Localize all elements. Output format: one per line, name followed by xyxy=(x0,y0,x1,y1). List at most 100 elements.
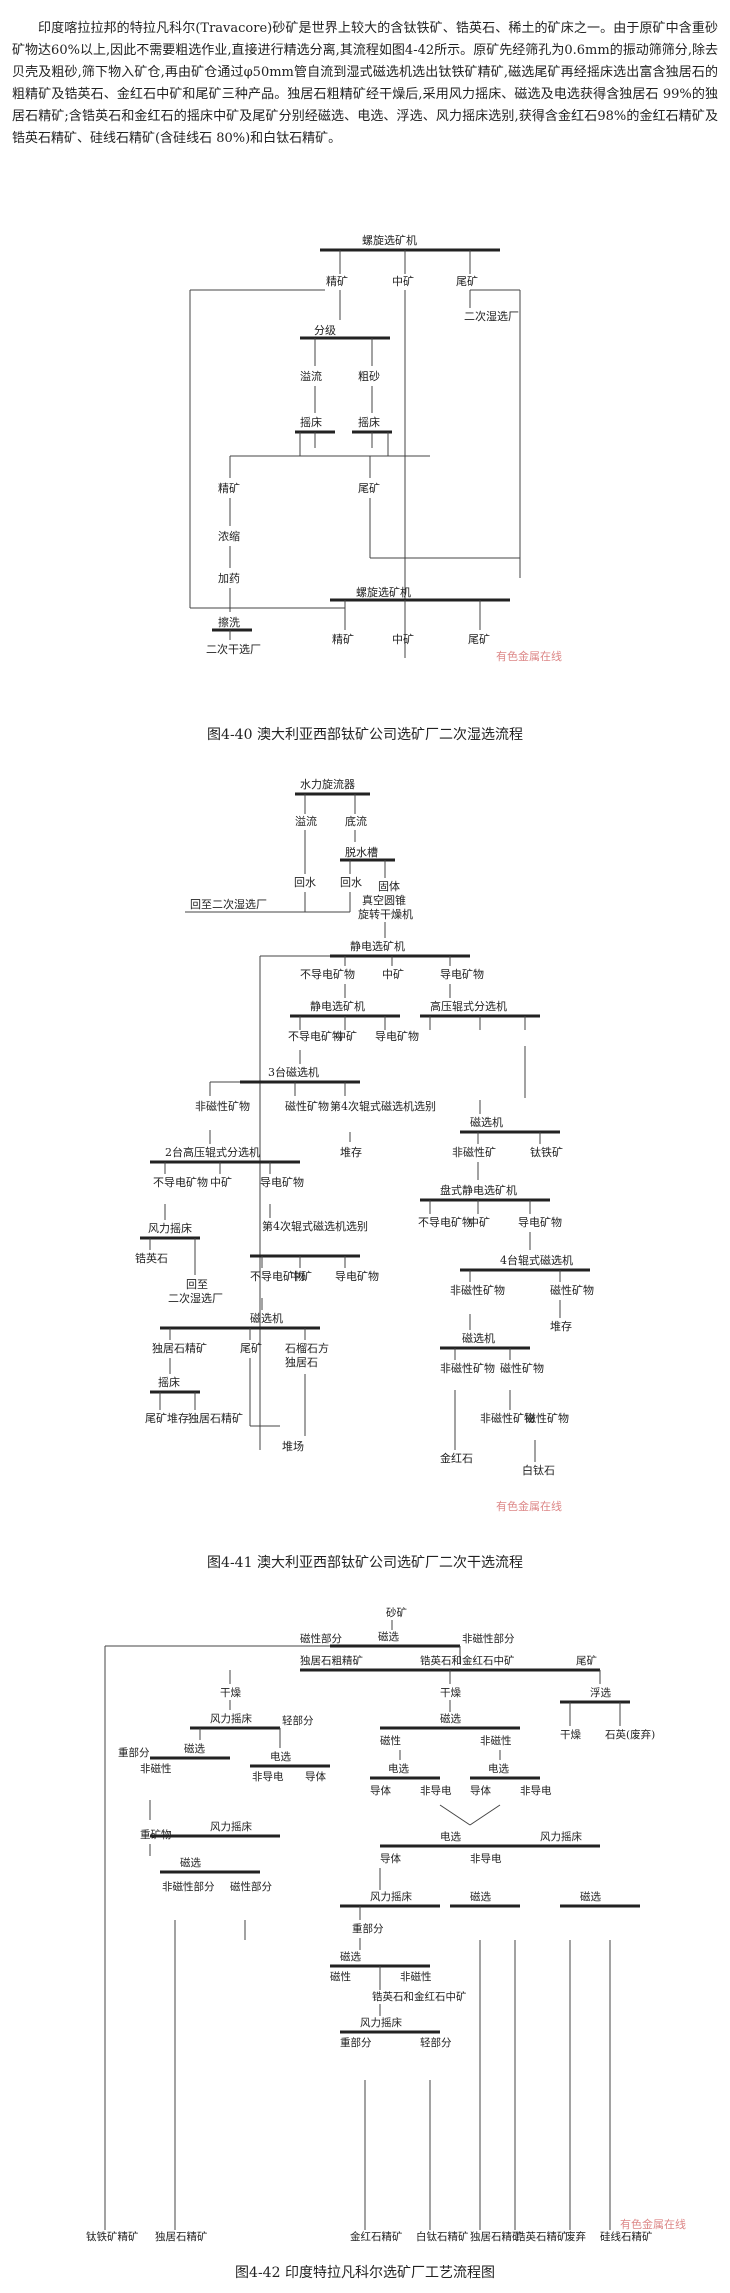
fig41-mag-b: 磁性矿物 xyxy=(550,1283,594,1297)
fig41-mag4: 4台辊式磁选机 xyxy=(500,1253,573,1267)
fig42-flowchart: 砂矿 磁选 磁性部分 非磁性部分 独居石粗精矿 锆英石和金红石中矿 尾矿 干燥 … xyxy=(86,1606,686,2243)
fig42-mag-b: 磁性 xyxy=(330,1970,351,1983)
fig40-mid1: 中矿 xyxy=(392,275,414,288)
fig41-overflow: 溢流 xyxy=(295,814,317,828)
fig42-airtable4: 风力摇床 xyxy=(370,1890,412,1903)
fig41-leucoxene: 白钛石 xyxy=(522,1463,555,1477)
fig42-mid: 锆英石和金红石中矿 xyxy=(372,1990,467,2003)
fig42-dry2: 干燥 xyxy=(440,1687,461,1699)
fig42-nonconductor: 非导电 xyxy=(252,1770,284,1783)
fig42-nonmag: 非磁性 xyxy=(140,1762,172,1775)
fig42-tail: 尾矿 xyxy=(576,1654,597,1667)
fig41-mag-c: 磁性矿物 xyxy=(500,1361,544,1375)
fig41-mag-d: 磁性矿物 xyxy=(525,1411,569,1425)
fig42-float: 浮选 xyxy=(590,1686,611,1699)
fig41-monazite: 独居石精矿 xyxy=(152,1342,207,1355)
fig41-hiten2: 2台高压辊式分选机 xyxy=(165,1145,260,1159)
fig41-cb: 导电矿物 xyxy=(375,1029,419,1043)
fig42-magsep: 磁选 xyxy=(378,1630,399,1643)
fig42-sillimanite-conc: 硅线石精矿 xyxy=(600,2230,653,2243)
fig42-monazite-conc: 独居石精矿 xyxy=(155,2230,208,2243)
fig41-fourth2: 第4次辊式磁选机选别 xyxy=(262,1219,368,1233)
fig40-second-dry: 二次干选厂 xyxy=(206,642,261,656)
fig41-dump: 堆场 xyxy=(282,1439,304,1453)
fig40-flowchart: 螺旋选矿机 精矿 中矿 尾矿 二次湿选厂 分级 溢流 粗砂 摇床 摇床 xyxy=(189,233,562,663)
fig41-magsep3: 磁选机 xyxy=(250,1311,283,1325)
fig42-airtable5: 风力摇床 xyxy=(360,2016,402,2029)
fig42-zircon-rutile-mid: 锆英石和金红石中矿 xyxy=(420,1654,515,1667)
fig40-caption: 图4-40 澳大利亚西部钛矿公司选矿厂二次湿选流程 xyxy=(207,727,523,743)
fig41-stock2: 堆存 xyxy=(550,1319,572,1333)
fig41-disc-c: 导电矿物 xyxy=(518,1215,562,1229)
fig41-magsep2: 磁选机 xyxy=(462,1331,495,1345)
fig41-midb: 中矿 xyxy=(335,1030,357,1043)
fig41-disc: 盘式静电选矿机 xyxy=(440,1183,517,1197)
fig40-table-b: 摇床 xyxy=(358,415,380,429)
fig42-cond-c: 导体 xyxy=(380,1853,401,1865)
fig42-magsep7: 磁选 xyxy=(340,1950,361,1963)
fig41-electro1: 静电选矿机 xyxy=(350,939,405,953)
fig42-dry3: 干燥 xyxy=(560,1729,581,1741)
fig40-scrub: 擦洗 xyxy=(218,615,240,629)
fig42-light: 轻部分 xyxy=(282,1714,314,1727)
fig41-electro2: 静电选矿机 xyxy=(310,999,365,1013)
fig42-magsep6: 磁选 xyxy=(580,1890,601,1903)
fig40-conc1: 精矿 xyxy=(326,275,348,288)
fig42-caption: 图4-42 印度特拉凡科尔选矿厂工艺流程图 xyxy=(235,2265,495,2281)
fig40-spiral1: 螺旋选矿机 xyxy=(362,233,417,247)
fig41-tail-a: 尾矿 xyxy=(240,1342,262,1355)
fig40-classify: 分级 xyxy=(314,324,336,337)
fig42-electro: 电选 xyxy=(270,1750,291,1763)
fig40-thicken: 浓缩 xyxy=(218,530,240,543)
fig40-watermark: 有色金属在线 xyxy=(496,649,562,663)
fig40-spiral2: 螺旋选矿机 xyxy=(356,585,411,599)
fig41-disc-mid: 中矿 xyxy=(468,1216,490,1229)
fig41-hydro: 水力旋流器 xyxy=(300,777,355,791)
fig42-nc-b: 非导电 xyxy=(520,1784,552,1797)
fig41-f2-c: 导电矿物 xyxy=(335,1269,379,1283)
fig41-f2-mid: 中矿 xyxy=(290,1270,312,1283)
fig40-mid3: 中矿 xyxy=(392,633,414,646)
fig41-stock1: 堆存 xyxy=(340,1145,362,1159)
fig42-electro4: 电选 xyxy=(440,1830,461,1843)
fig42-magsep3: 磁选 xyxy=(180,1856,201,1869)
fig41-ilmenite: 钛铁矿 xyxy=(530,1145,563,1159)
fig41-second-dry: 二次湿选厂 xyxy=(168,1291,223,1305)
fig42-airtable3: 风力摇床 xyxy=(540,1830,582,1843)
fig41-return1: 回水 xyxy=(294,876,316,889)
fig41-conductor: 导电矿物 xyxy=(440,967,484,981)
fig42-heavy-b: 重部分 xyxy=(352,1922,384,1935)
fig41-nonconductor: 不导电矿物 xyxy=(300,967,355,981)
fig41-nonmag-d: 非磁性矿物 xyxy=(480,1411,535,1425)
fig42-magpart2: 磁性部分 xyxy=(230,1880,272,1893)
fig42-nonmagpart: 非磁性部分 xyxy=(462,1632,515,1645)
fig42-ilmenite-conc: 钛铁矿精矿 xyxy=(86,2230,139,2243)
fig42-monazite-conc2: 独居石精矿 xyxy=(470,2230,523,2243)
intro-paragraph: 印度喀拉拉邦的特拉凡科尔(Travacore)砂矿是世界上较大的含钛铁矿、锆英石… xyxy=(12,21,718,146)
fig42-magsep4: 磁选 xyxy=(440,1712,461,1725)
fig41-nonmag-c: 非磁性矿物 xyxy=(440,1361,495,1375)
fig40-coarse: 粗砂 xyxy=(358,370,380,383)
fig41-rutile: 金红石 xyxy=(440,1451,473,1465)
fig41-solid: 固体 xyxy=(378,879,400,893)
fig41-monazite2: 独居石 xyxy=(285,1356,318,1369)
fig41-caption: 图4-41 澳大利亚西部钛矿公司选矿厂二次干选流程 xyxy=(207,1555,523,1571)
fig41-dryer2: 旋转干燥机 xyxy=(358,907,413,921)
fig42-monazite-rough: 独居石粗精矿 xyxy=(300,1654,363,1667)
fig42-nonmagpart2: 非磁性部分 xyxy=(162,1880,215,1893)
fig40-overflow: 溢流 xyxy=(300,369,322,383)
fig42-electro2: 电选 xyxy=(388,1762,409,1775)
fig41-hn-c: 导电矿物 xyxy=(260,1175,304,1189)
fig41-nonmag-a: 非磁性矿 xyxy=(452,1145,496,1159)
fig42-cond-a: 导体 xyxy=(370,1785,391,1797)
fig42-nc-a: 非导电 xyxy=(420,1784,452,1797)
fig42-magsep2: 磁选 xyxy=(184,1742,205,1755)
fig41-f2-nc: 不导电矿物 xyxy=(250,1269,305,1283)
fig40-tail3: 尾矿 xyxy=(468,633,490,646)
fig42-light-c: 轻部分 xyxy=(420,2036,452,2049)
fig40-tail2: 尾矿 xyxy=(358,482,380,495)
fig42-airtable: 风力摇床 xyxy=(210,1712,252,1725)
fig42-quartz: 石英(废弃) xyxy=(605,1728,655,1741)
fig41-underflow: 底流 xyxy=(345,814,367,828)
fig41-zircon: 锆英石 xyxy=(135,1251,168,1265)
